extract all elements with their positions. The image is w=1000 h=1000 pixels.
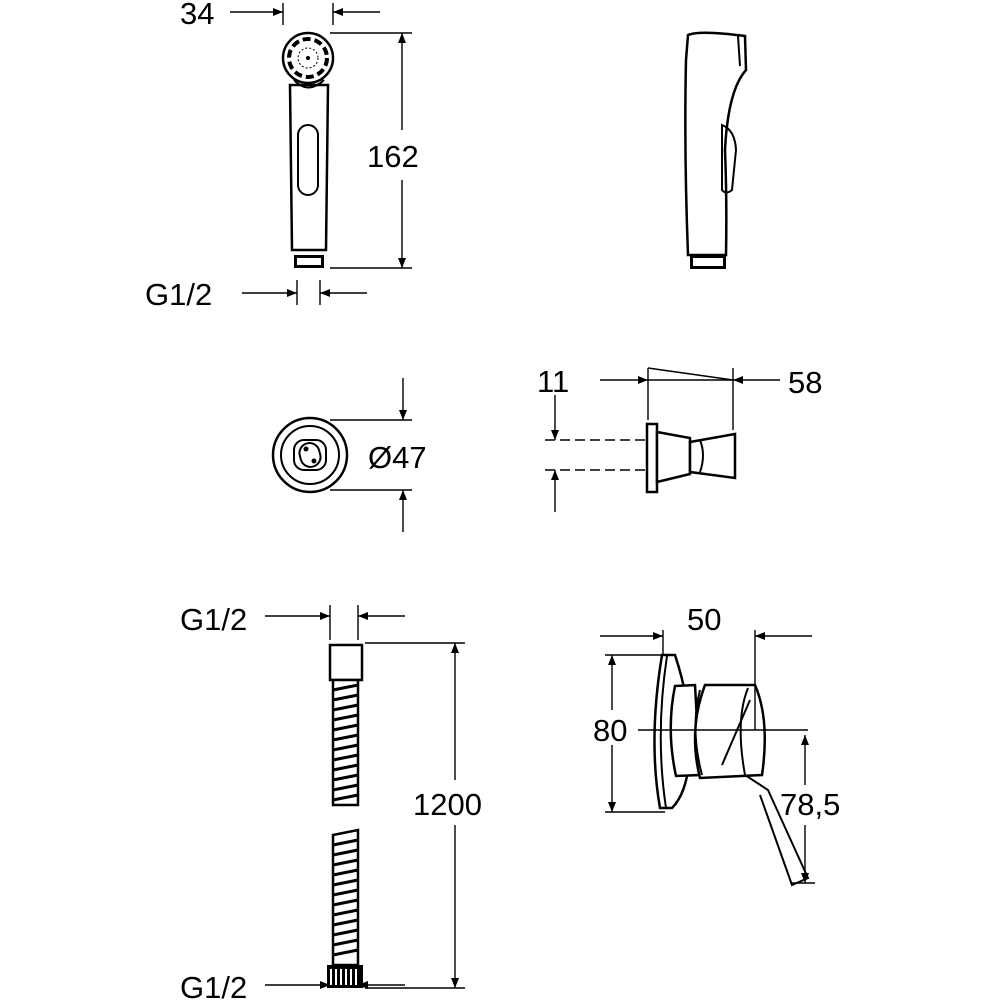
dimension-label: 34: [180, 0, 214, 31]
dimension-label: 80: [593, 713, 627, 748]
dimension-label: 162: [367, 139, 419, 174]
wall-outlet-front-view: [271, 416, 349, 494]
dimension-g12-shower: G1/2: [145, 277, 367, 312]
dimension-g12-hose-top: G1/2: [180, 602, 405, 640]
dimension-label: 50: [687, 602, 721, 637]
dimension-label: G1/2: [180, 602, 247, 637]
dimension-label: 78,5: [780, 787, 840, 822]
dimension-80: 80: [593, 654, 808, 813]
hand-shower-front-view: [281, 31, 335, 268]
dimension-78-5: 78,5: [780, 735, 840, 884]
hand-shower-side-view: [684, 31, 748, 269]
concealed-valve-side-view: [653, 653, 810, 887]
dimension-11: 11: [537, 364, 569, 512]
dimension-diameter-47: Ø47: [330, 378, 427, 532]
dimension-label: G1/2: [180, 970, 247, 1000]
dimension-label: 1200: [413, 787, 482, 822]
dimension-label: Ø47: [368, 440, 427, 475]
dimension-label: G1/2: [145, 277, 212, 312]
dimension-label: 58: [788, 365, 822, 400]
shower-hose: [327, 643, 364, 988]
dimension-58: 58: [600, 365, 822, 430]
dimension-g12-hose-bottom: G1/2: [180, 970, 405, 1000]
dimension-162: 162: [330, 32, 419, 269]
shower-holder-side-view: [545, 422, 737, 494]
dimension-34: 34: [180, 0, 380, 31]
dimension-50: 50: [600, 602, 812, 730]
dimension-1200: 1200: [365, 642, 482, 989]
dimension-label: 11: [537, 364, 569, 399]
